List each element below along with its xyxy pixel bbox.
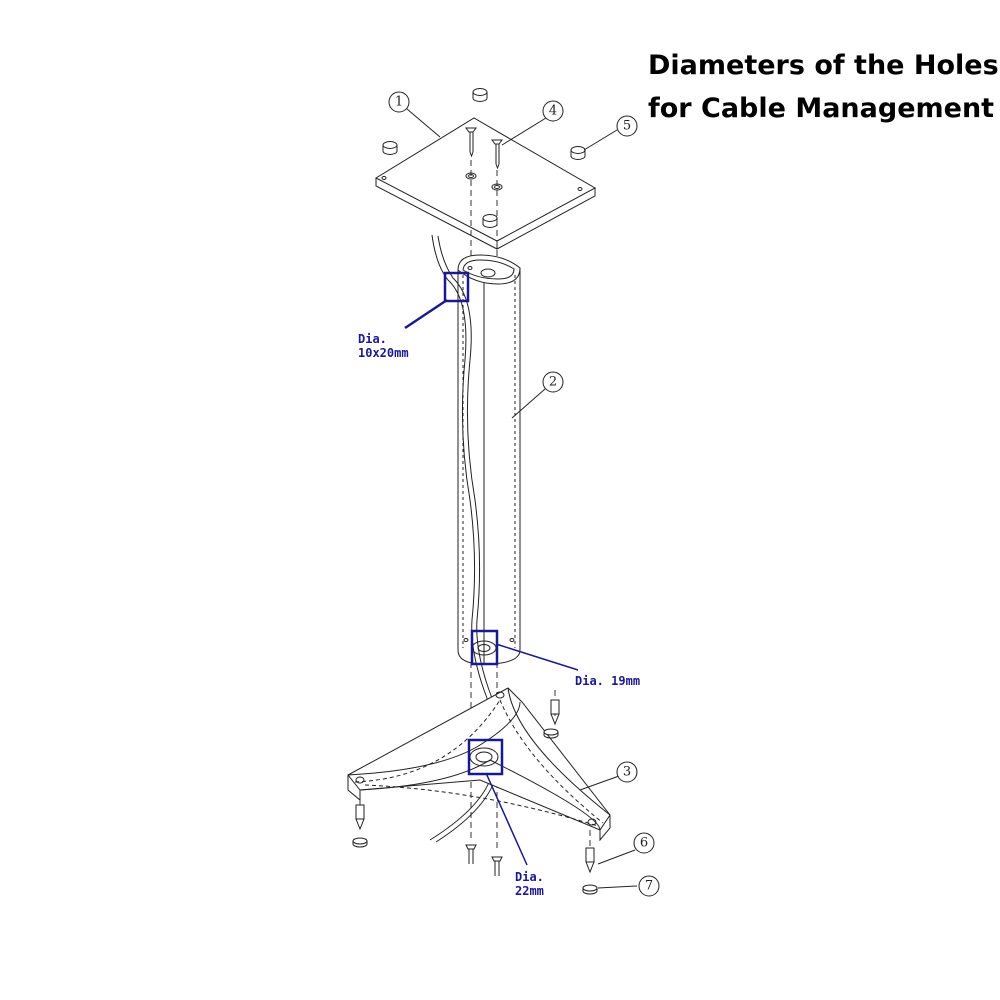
callout-circle-5 bbox=[616, 115, 638, 137]
diagram-title: Diameters of the Holes for Cable Managem… bbox=[648, 44, 999, 130]
hole-label-tube-bottom-size: 19mm bbox=[611, 674, 641, 688]
hole-label-tube-bottom-prefix: Dia. bbox=[575, 674, 604, 688]
callout-circle-1 bbox=[388, 91, 410, 113]
highlight-box-top-slot bbox=[443, 271, 470, 303]
callout-num-6: 6 bbox=[640, 836, 648, 851]
callout-circle-3 bbox=[616, 761, 638, 783]
highlight-box-tube-bottom-hole bbox=[470, 629, 499, 666]
hole-highlights bbox=[404, 271, 579, 866]
hole-label-top-slot: Dia. 10x20mm bbox=[358, 332, 409, 360]
triangular-base bbox=[347, 687, 611, 842]
hole-label-top-slot-size: 10x20mm bbox=[358, 346, 409, 360]
rubber-pads bbox=[382, 88, 586, 228]
highlight-box-base-hole bbox=[467, 738, 504, 776]
callout-circle-2 bbox=[542, 371, 564, 393]
callout-num-5: 5 bbox=[623, 119, 631, 134]
title-line-1: Diameters of the Holes bbox=[648, 50, 999, 81]
callout-circle-4 bbox=[542, 100, 564, 122]
hole-label-base: Dia. 22mm bbox=[515, 870, 544, 898]
hole-label-base-size: 22mm bbox=[515, 884, 544, 898]
callout-num-4: 4 bbox=[549, 104, 557, 119]
hole-label-base-prefix: Dia. bbox=[515, 870, 544, 884]
hole-label-top-slot-prefix: Dia. bbox=[358, 332, 387, 346]
callout-num-2: 2 bbox=[549, 375, 557, 390]
leader-tube-bottom-hole bbox=[495, 643, 579, 671]
callout-num-7: 7 bbox=[645, 879, 653, 894]
callout-num-1: 1 bbox=[395, 95, 403, 110]
callout-circle-7 bbox=[638, 875, 660, 897]
title-line-2: for Cable Management bbox=[648, 93, 995, 124]
callout-leaders bbox=[406, 108, 638, 889]
hole-label-tube-bottom: Dia. 19mm bbox=[575, 674, 640, 688]
part-callouts bbox=[388, 91, 660, 897]
top-plate bbox=[374, 117, 597, 250]
leader-base-hole bbox=[485, 772, 528, 866]
callout-circle-6 bbox=[633, 832, 655, 854]
spikes-and-discs bbox=[352, 699, 598, 895]
column-tube bbox=[457, 254, 521, 665]
callout-num-3: 3 bbox=[623, 765, 631, 780]
leader-top-slot bbox=[404, 298, 448, 330]
top-screws bbox=[465, 127, 503, 170]
